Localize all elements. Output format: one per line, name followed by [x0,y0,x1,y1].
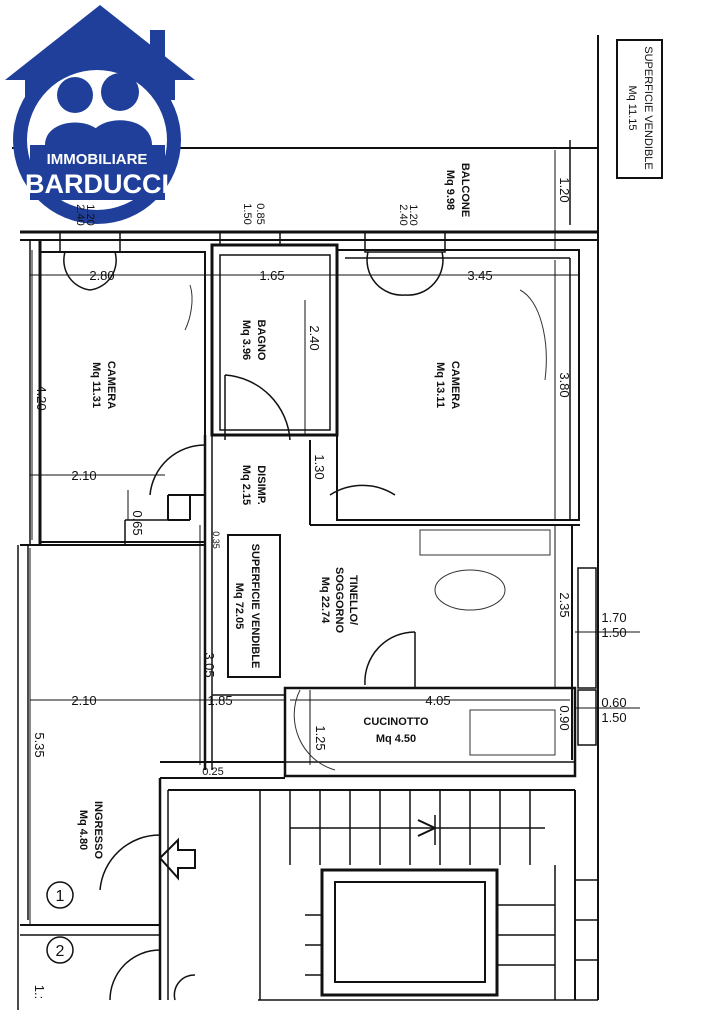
room-balcone-area: Mq 9.98 [444,170,456,210]
top-superficie-value: Mq 11.15 [626,85,638,130]
dim-1-30: 1.30 [312,454,327,479]
room-camera-left-area: Mq 11.31 [90,362,102,408]
dim-4-20: 4.20 [34,385,49,410]
room-camera-left-name: CAMERA [105,361,117,409]
dim-1-20-b: 1.20 [407,204,419,225]
furniture [184,284,556,771]
marker-1: 1 [46,881,74,909]
dim-2-35: 2.35 [557,592,572,617]
room-cucinotto-area: Mq 4.50 [376,733,416,745]
room-balcone-name: BALCONE [459,163,471,217]
dim-5-35: 5.35 [32,732,47,757]
room-camera-right-name: CAMERA [449,361,461,409]
center-superficie-box: SUPERFICIE VENDIBLE Mq 72.05 [227,534,281,678]
marker-2: 2 [46,936,74,964]
dim-1-70: 1.70 [601,610,626,625]
logo-line2: BARDUCCI [25,169,169,199]
center-superficie-title: SUPERFICIE VENDIBLE [249,544,261,669]
walls [12,35,599,1010]
dim-2-40-bagno: 2.40 [307,325,322,350]
dim-0-90: 0.90 [557,705,572,730]
dim-1-85: 1.85 [207,693,232,708]
entrance-arrow-icon [158,837,196,881]
room-disimp-name: DISIMP. [255,465,267,505]
dim-4-05: 4.05 [425,693,450,708]
dim-0-65: 0.65 [130,510,145,535]
dim-2-10-b: 2.10 [71,693,96,708]
room-camera-left: CAMERA Mq 11.31 [90,361,117,409]
windows [59,231,446,296]
top-superficie-box: SUPERFICIE VENDIBLE Mq 11.15 [616,39,663,179]
room-tinello-area: Mq 22.74 [319,577,331,624]
room-cucinotto-name: CUCINOTTO [363,716,429,728]
dim-3-05: 3.05 [202,652,217,677]
dim-1-20-balcone: 1.20 [557,177,572,202]
dim-2-40-b: 2.40 [397,204,409,225]
room-balcone: BALCONE Mq 9.98 [444,163,471,217]
dimension-labels: 1.20 1.20 2.40 0.85 1.50 1.20 2.40 2.40 … [32,177,627,999]
dim-1-65: 1.65 [259,268,284,283]
logo-line1: IMMOBILIARE [47,151,148,168]
dim-0-60: 0.60 [601,695,626,710]
room-bagno: BAGNO Mq 3.96 [240,320,267,361]
room-tinello: TINELLO/ SOGGORNO Mq 22.74 [319,567,359,633]
door-swings [99,374,416,1001]
dim-3-80: 3.80 [557,372,572,397]
room-ingresso-area: Mq 4.80 [77,810,89,850]
barducci-logo: IMMOBILIARE BARDUCCI [5,5,195,224]
dim-1-20-a: 1.20 [84,204,96,225]
dim-1-cut: 1.: [32,985,47,999]
room-tinello-name: TINELLO/ [347,575,359,625]
room-disimp: DISIMP. Mq 2.15 [240,465,267,505]
room-ingresso: INGRESSO Mq 4.80 [77,801,104,860]
dim-0-35: 0.35 [211,531,221,549]
dim-3-45: 3.45 [467,268,492,283]
room-disimp-area: Mq 2.15 [240,465,252,505]
dim-0-25: 0.25 [202,766,223,778]
room-tinello-name2: SOGGORNO [333,567,345,633]
room-bagno-area: Mq 3.96 [240,320,252,360]
stairs [259,790,598,1000]
room-ingresso-name: INGRESSO [92,801,104,860]
logo-people-icon [45,73,152,145]
room-cucinotto: CUCINOTTO Mq 4.50 [363,716,429,745]
dim-1-50-b: 1.50 [601,625,626,640]
dim-1-25: 1.25 [313,725,328,750]
dim-2-10-a: 2.10 [71,468,96,483]
dim-1-50-a: 1.50 [241,203,253,224]
dim-2-40-a: 2.40 [74,204,86,225]
dimension-lines [29,150,640,925]
room-camera-right-area: Mq 13.11 [434,362,446,408]
marker-1-label: 1 [56,888,65,905]
dim-0-85: 0.85 [254,203,266,224]
top-superficie-title: SUPERFICIE VENDIBLE [642,46,654,169]
dim-2-80: 2.80 [89,268,114,283]
logo-chimney [150,30,165,65]
marker-2-label: 2 [56,943,65,960]
room-camera-right: CAMERA Mq 13.11 [434,361,461,409]
dim-1-50-c: 1.50 [601,710,626,725]
room-bagno-name: BAGNO [255,320,267,361]
center-superficie-value: Mq 72.05 [233,583,245,629]
